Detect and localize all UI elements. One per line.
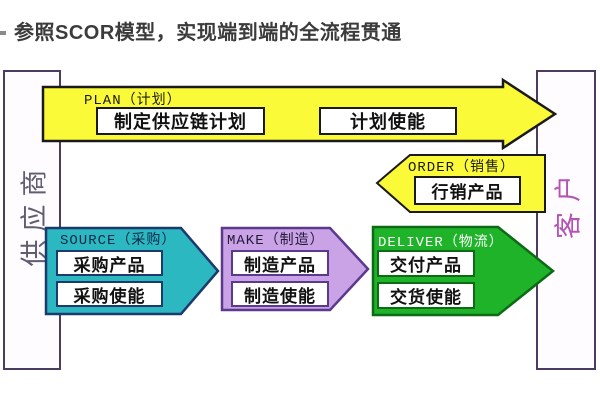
make-arrow-label: MAKE（制造）	[227, 233, 325, 249]
title-bullet-icon	[0, 31, 6, 35]
source-task-box-1: 采购产品	[56, 250, 163, 276]
page-title: 参照SCOR模型，实现端到端的全流程贯通	[14, 22, 402, 44]
order-arrow-label: ORDER（销售）	[408, 160, 516, 176]
deliver-task-box-2: 交货使能	[377, 282, 475, 309]
make-task-box-1: 制造产品	[231, 250, 329, 276]
source-task-box-2: 采购使能	[56, 281, 163, 307]
plan-task-box-2: 计划使能	[319, 107, 457, 135]
deliver-arrow-label: DELIVER（物流）	[378, 235, 504, 251]
order-task-box-1: 行销产品	[414, 176, 521, 205]
plan-arrow-label: PLAN（计划）	[84, 93, 182, 109]
make-task-box-2: 制造使能	[231, 281, 329, 307]
source-arrow-label: SOURCE（采购）	[60, 233, 177, 249]
deliver-task-box-1: 交付产品	[377, 250, 475, 277]
plan-task-box-1: 制定供应链计划	[96, 107, 265, 135]
